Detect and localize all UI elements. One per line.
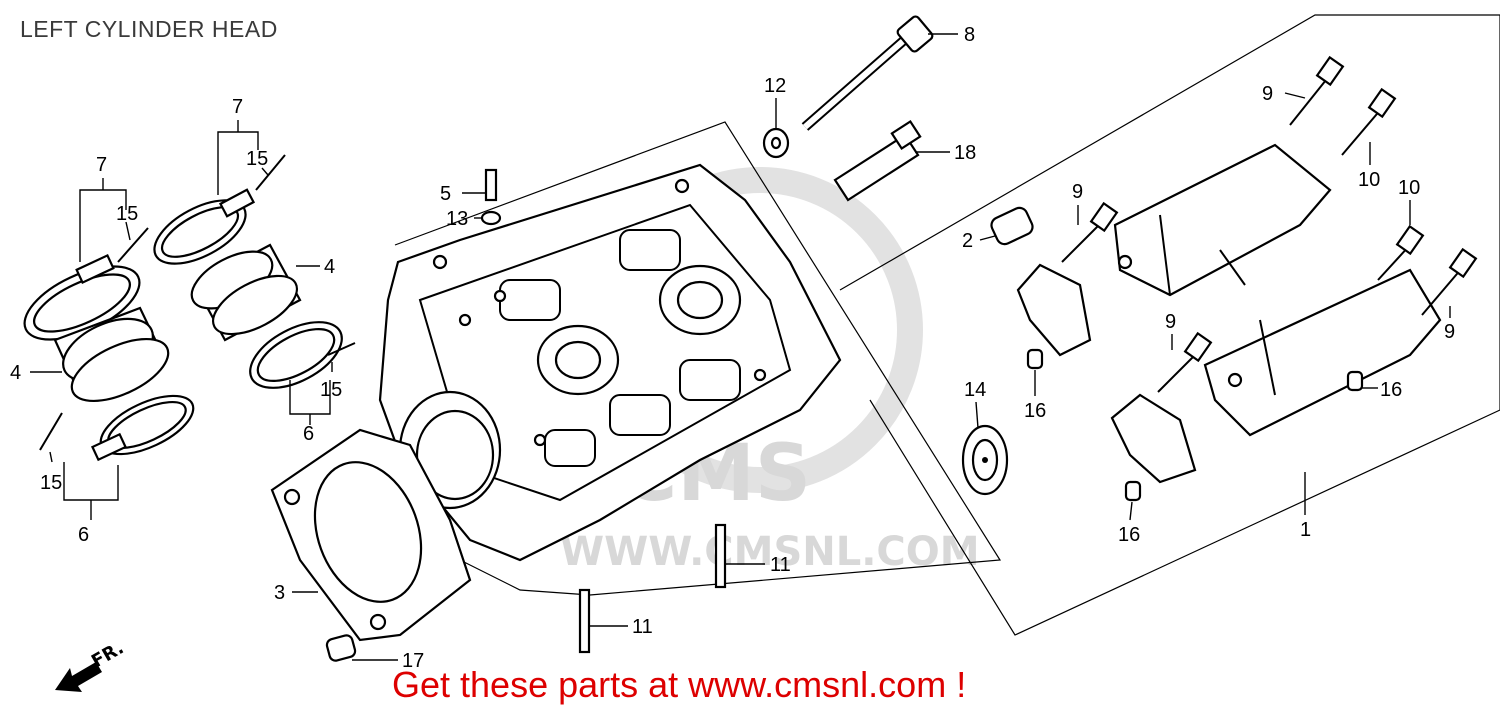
callout-10a: 10: [1358, 169, 1380, 191]
callout-4-left: 4: [10, 362, 21, 384]
callout-18: 18: [954, 142, 976, 164]
dowel-pin: [1026, 348, 1044, 370]
camshaft-holder-upper: [1113, 143, 1332, 297]
head-bolt: [896, 15, 934, 53]
callout-labels: 1 2 3 4 4 5 6 6 7 7 8 9 9 9 9 10 10 11 1…: [10, 24, 1455, 672]
callout-9a: 9: [1262, 83, 1273, 105]
callout-13: 13: [446, 208, 468, 230]
leader-lines: [30, 33, 1451, 661]
spark-plug: [833, 119, 922, 202]
dowel-pin: [325, 634, 357, 662]
stud-bolt: [714, 523, 727, 589]
rocker-holder-upper: [1016, 263, 1092, 357]
callout-12: 12: [764, 75, 786, 97]
callout-7-right: 7: [232, 96, 243, 118]
callout-2: 2: [962, 230, 973, 252]
callout-6-right: 6: [303, 423, 314, 445]
callout-15b: 15: [246, 148, 268, 170]
callout-9d: 9: [1165, 311, 1176, 333]
head-boundary: [394, 121, 1002, 596]
callout-16c: 16: [1118, 524, 1140, 546]
promo-link[interactable]: Get these parts at www.cmsnl.com !: [392, 664, 967, 705]
knock-pin: [990, 206, 1034, 246]
stud-bolt: [578, 588, 591, 654]
callout-16a: 16: [1024, 400, 1046, 422]
dowel-pin: [1124, 480, 1142, 502]
sealing-bolt: [484, 168, 498, 202]
callout-4-right: 4: [324, 256, 335, 278]
watermark: CMS WWW.CMSNL.COM: [560, 167, 980, 575]
callout-14: 14: [964, 379, 986, 401]
cam-sprocket: [961, 424, 1009, 496]
callout-15a: 15: [116, 203, 138, 225]
rocker-holder-lower: [1110, 393, 1197, 484]
head-gasket: [270, 428, 472, 642]
callout-9c: 9: [1444, 321, 1455, 343]
callout-6-left: 6: [78, 524, 89, 546]
callout-7-left: 7: [96, 154, 107, 176]
intake-joint-left: [23, 227, 195, 462]
camshaft-assembly-boundary: [839, 14, 1500, 636]
callout-1: 1: [1300, 519, 1311, 541]
callout-11b: 11: [632, 616, 653, 638]
callout-16b: 16: [1380, 379, 1402, 401]
callout-3: 3: [274, 582, 285, 604]
front-arrow-icon: FR.: [55, 637, 127, 692]
callout-11a: 11: [770, 554, 791, 576]
sealing-washer: [480, 210, 502, 226]
holder-bolt: [1061, 55, 1478, 393]
callout-17: 17: [402, 650, 424, 672]
callout-5: 5: [440, 183, 451, 205]
callout-15c: 15: [320, 379, 342, 401]
intake-joint-right: [153, 154, 356, 389]
diagram-title: LEFT CYLINDER HEAD: [20, 16, 278, 42]
camshaft-holder-lower: [1203, 268, 1442, 437]
dowel-pin: [1346, 370, 1364, 392]
callout-8: 8: [964, 24, 975, 46]
cylinder-head: [378, 163, 842, 562]
callout-15d: 15: [40, 472, 62, 494]
callout-10b: 10: [1398, 177, 1420, 199]
callout-9b: 9: [1072, 181, 1083, 203]
